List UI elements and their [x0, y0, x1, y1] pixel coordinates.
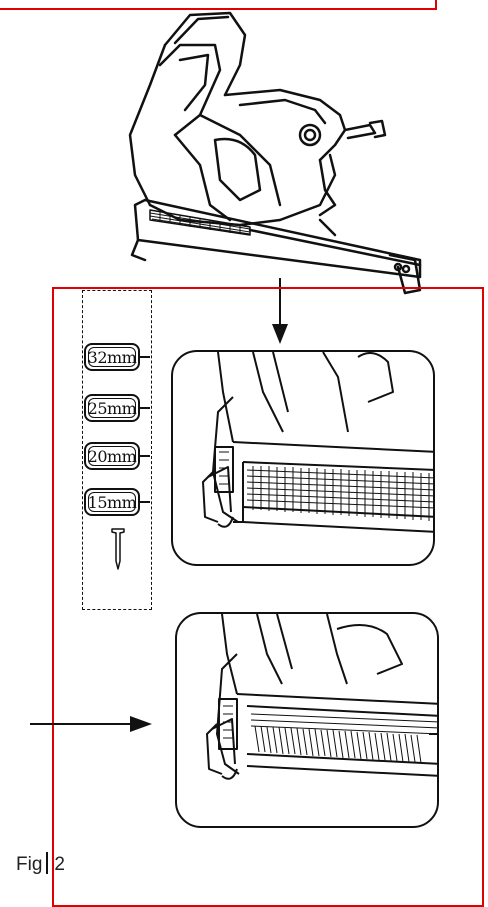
nail-length-gauge — [82, 290, 152, 610]
arrow-down-icon — [272, 278, 288, 344]
size-tick — [140, 407, 150, 409]
size-15mm: 15mm — [84, 488, 140, 516]
size-tick — [140, 501, 150, 503]
size-25mm: 25mm — [84, 394, 140, 422]
nail-icon — [111, 528, 125, 570]
figure-label-text: Fig — [16, 854, 43, 875]
size-32mm: 32mm — [84, 343, 140, 371]
size-20mm: 20mm — [84, 442, 140, 470]
magazine-loaded-closeup-icon — [175, 612, 439, 828]
arrow-right-icon — [30, 716, 152, 732]
figure-label: Fig 2 — [16, 852, 65, 876]
magazine-closeup-icon — [171, 350, 435, 566]
size-tick — [140, 455, 150, 457]
figure-divider — [46, 852, 49, 874]
nail-gun-icon — [128, 11, 422, 295]
size-tick — [140, 356, 150, 358]
top-red-divider — [0, 0, 437, 10]
figure-number: 2 — [54, 854, 65, 875]
